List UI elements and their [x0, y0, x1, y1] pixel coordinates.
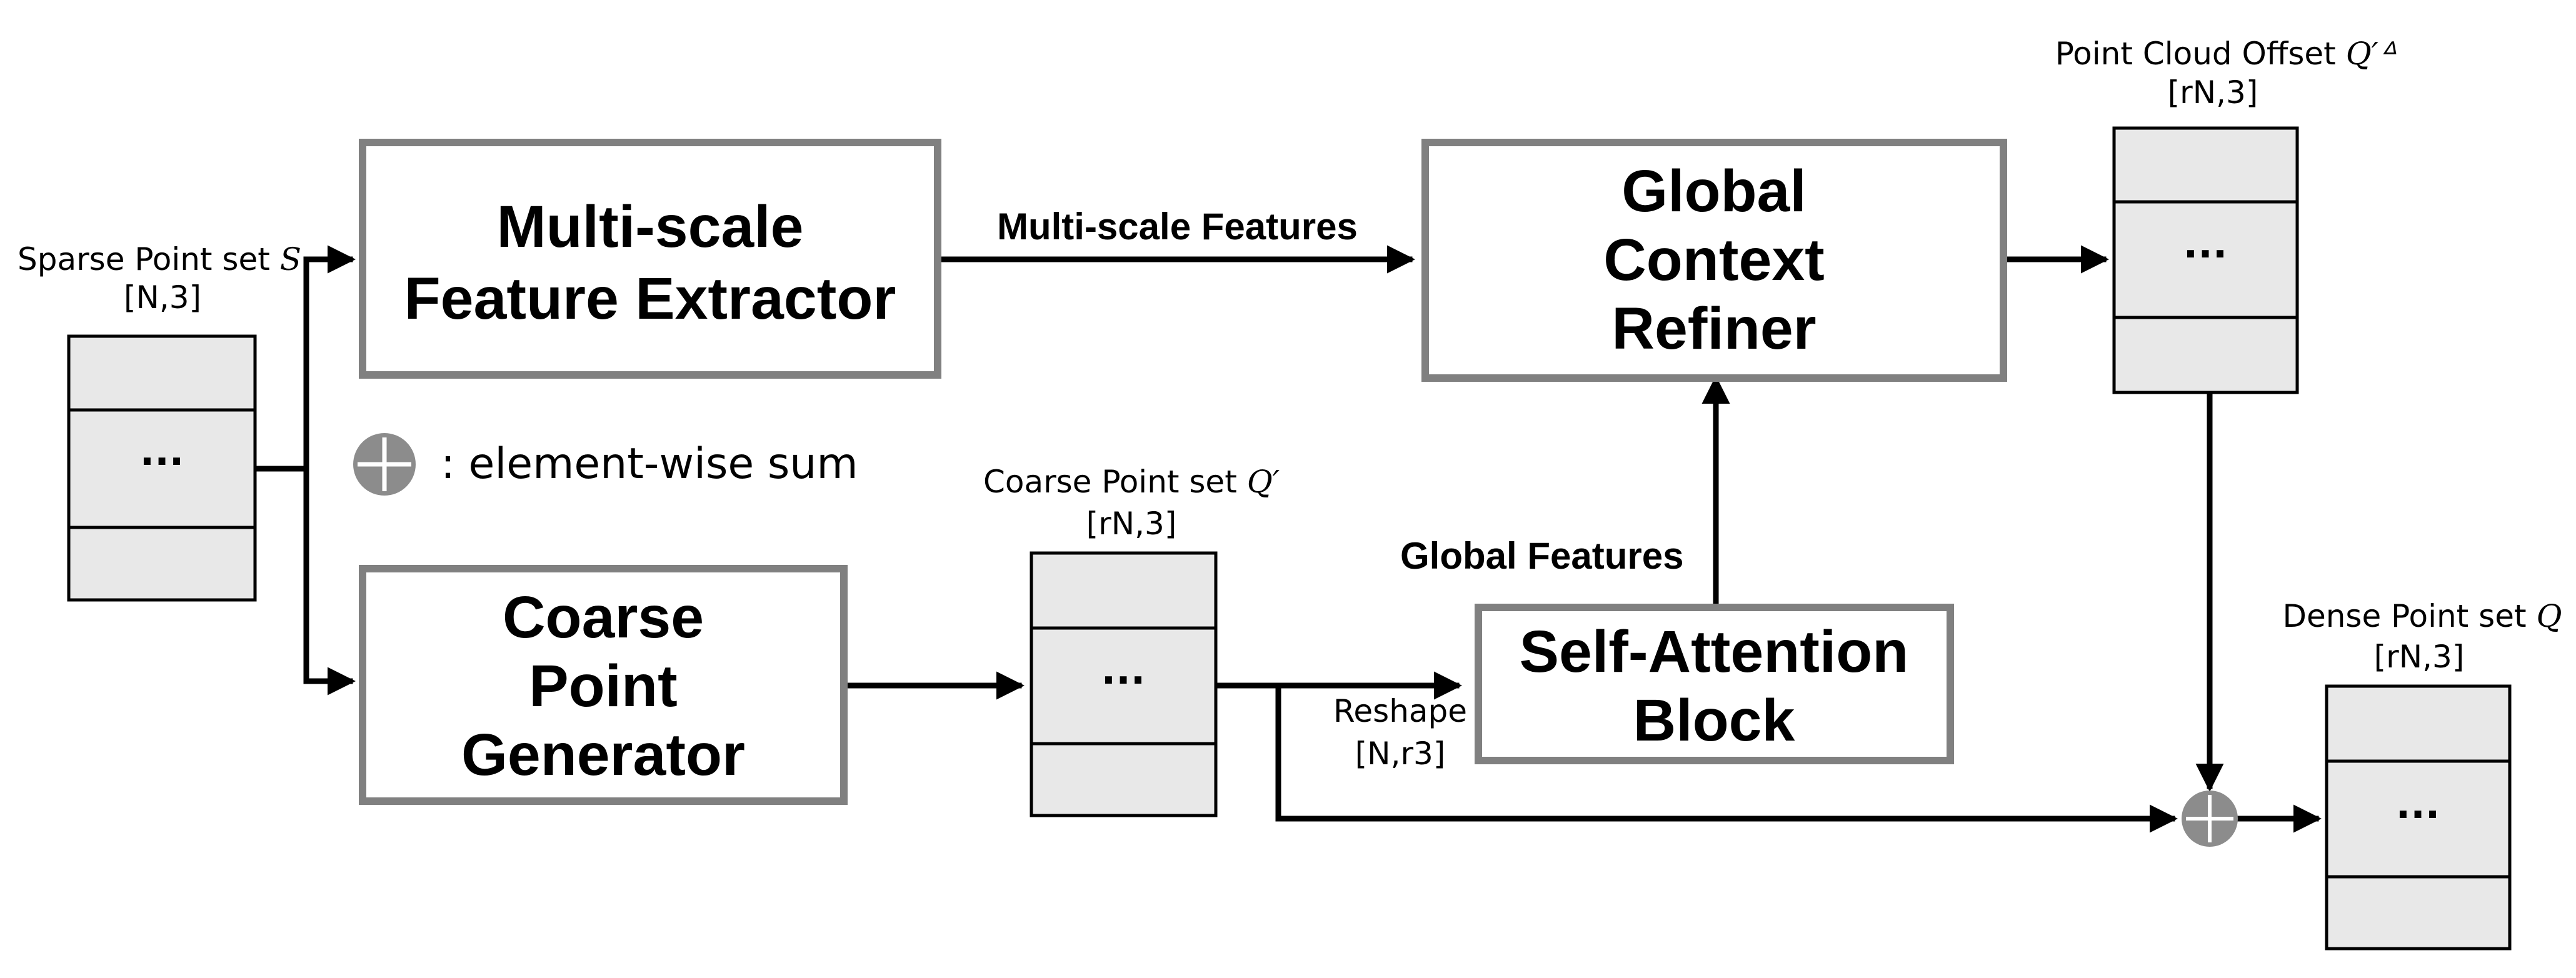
coarse-generator-line-3: Generator	[461, 722, 745, 788]
feature-extractor-border	[359, 139, 941, 379]
reshape-shape: [N,r3]	[1355, 736, 1446, 772]
coarse-point-set: Coarse Point set Q′ [rN,3] ···	[983, 464, 1280, 817]
offset-label: Point Cloud Offset Q′ᐞ	[2055, 36, 2397, 72]
global-refiner-border	[1421, 139, 2007, 382]
sum-icon	[353, 433, 416, 496]
sparse-dots: ···	[140, 439, 184, 484]
self-attention-box: Self-Attention Block	[1475, 604, 1954, 764]
sparse-cell-middle	[67, 408, 257, 529]
sparse-shape: [N,3]	[124, 279, 201, 316]
legend: : element-wise sum	[353, 433, 858, 496]
dense-dots: ···	[2396, 792, 2440, 837]
global-refiner-box: Global Context Refiner	[1421, 139, 2007, 382]
global-refiner-line-2: Context	[1603, 227, 1825, 293]
feature-extractor-line-1: Multi-scale	[497, 194, 804, 260]
coarse-set-label: Coarse Point set Q′	[983, 464, 1280, 500]
coarse-generator-line-1: Coarse	[503, 584, 704, 651]
coarse-set-cell-top	[1030, 551, 1218, 630]
coarse-generator-box: Coarse Point Generator	[359, 565, 848, 805]
coarse-generator-border	[359, 565, 848, 805]
coarse-generator-line-2: Point	[529, 653, 677, 719]
global-features-label: Global Features	[1400, 535, 1683, 577]
coarse-set-dots: ···	[1101, 657, 1146, 703]
sparse-label: Sparse Point set S	[18, 241, 301, 277]
dense-cell-top	[2325, 684, 2512, 763]
sparse-point-set: Sparse Point set S [N,3] ···	[18, 241, 301, 602]
connectors	[253, 245, 2322, 833]
legend-text: : element-wise sum	[441, 439, 858, 489]
global-refiner-line-1: Global	[1621, 158, 1807, 224]
coarse-set-cell-middle	[1030, 626, 1218, 746]
self-attention-border	[1475, 604, 1954, 764]
dense-point-set: Dense Point set Q [rN,3] ···	[2282, 598, 2562, 951]
self-attention-line-1: Self-Attention	[1520, 619, 1909, 685]
reshape-label: Reshape	[1333, 693, 1467, 729]
dense-label: Dense Point set Q	[2282, 598, 2562, 634]
dense-shape: [rN,3]	[2374, 639, 2465, 675]
dense-cell-middle	[2325, 759, 2512, 879]
dense-cell-bottom	[2325, 875, 2512, 951]
point-cloud-offset: Point Cloud Offset Q′ᐞ [rN,3] ···	[2055, 36, 2397, 394]
offset-cell-top	[2112, 126, 2299, 204]
global-refiner-line-3: Refiner	[1611, 296, 1816, 362]
offset-cell-middle	[2112, 200, 2299, 319]
sparse-cell-top	[67, 334, 257, 412]
offset-cell-bottom	[2112, 316, 2299, 394]
feature-extractor-line-2: Feature Extractor	[404, 266, 896, 332]
offset-shape: [rN,3]	[2168, 74, 2258, 111]
feature-extractor-box: Multi-scale Feature Extractor	[359, 139, 941, 379]
self-attention-line-2: Block	[1633, 687, 1795, 754]
multiscale-features-label: Multi-scale Features	[997, 206, 1358, 247]
coarse-set-shape: [rN,3]	[1086, 506, 1177, 542]
sparse-cell-bottom	[67, 526, 257, 602]
coarse-set-cell-bottom	[1030, 742, 1218, 817]
offset-dots: ···	[2183, 231, 2228, 277]
sum-node-icon	[2182, 791, 2238, 847]
